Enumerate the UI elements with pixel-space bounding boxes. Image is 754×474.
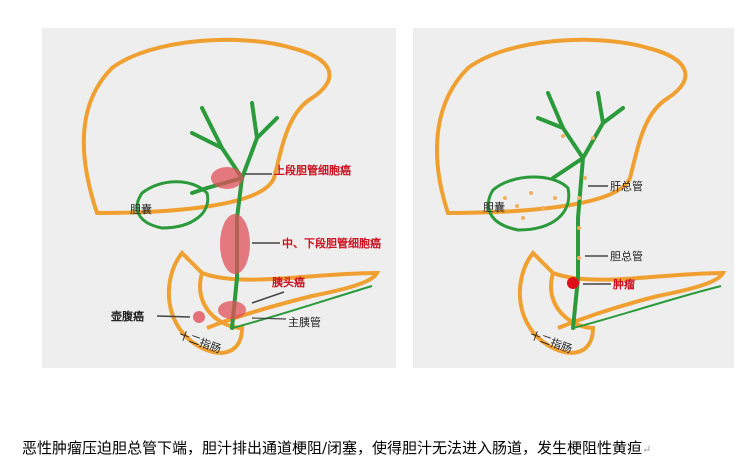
liver-outline	[81, 37, 332, 216]
pancreas-outline	[552, 270, 727, 330]
label-ampullary-cancer: 壶腹癌	[111, 309, 144, 323]
label-duodenum: 十二指肠	[177, 328, 223, 356]
pancreatic-duct	[572, 285, 722, 329]
label-upper-bile-duct-cancer: 上段胆管细胞癌	[274, 163, 351, 177]
label-duodenum: 十二指肠	[528, 328, 574, 356]
label-main-pancreatic-duct: 主胰管	[288, 315, 321, 329]
label-tumor: 肿瘤	[613, 277, 635, 291]
arrow-ampullary	[156, 315, 191, 318]
paragraph-return-icon: ↵	[642, 443, 652, 456]
mid-lower-bile-duct-tumor	[220, 214, 250, 274]
label-mid-lower-bile-duct-cancer: 中、下段胆管细胞癌	[282, 236, 381, 250]
pancreas-outline	[201, 270, 381, 330]
caption: 恶性肿瘤压迫胆总管下端，胆汁排出通道梗阻/闭塞，使得胆汁无法进入肠道，发生梗阻性…	[22, 437, 742, 458]
line-main-duct	[251, 317, 287, 320]
tumor-mark	[567, 277, 579, 289]
upper-bile-duct-tumor	[211, 167, 243, 189]
liver-outline	[435, 37, 688, 216]
left-diagram-panel: 上段胆管细胞癌 中、下段胆管细胞癌 胰头癌 壶腹癌 胆囊 主胰管 十二指肠	[42, 28, 396, 368]
right-diagram-panel: 胆囊 肝总管 胆总管 肿瘤 十二指肠	[413, 28, 734, 368]
label-gallbladder: 胆囊	[483, 200, 505, 214]
left-anatomy-svg: 上段胆管细胞癌 中、下段胆管细胞癌 胰头癌 壶腹癌 胆囊 主胰管 十二指肠	[81, 37, 381, 356]
arrow-pancreatic-head	[251, 291, 285, 304]
bile-stasis-dots	[503, 134, 595, 260]
label-pancreatic-head-cancer: 胰头癌	[271, 275, 305, 289]
pancreatic-head-tumor	[218, 301, 246, 319]
bile-duct-tree	[536, 91, 625, 330]
label-common-hepatic-duct: 肝总管	[610, 179, 643, 193]
label-common-bile-duct: 胆总管	[610, 249, 643, 263]
caption-text: 恶性肿瘤压迫胆总管下端，胆汁排出通道梗阻/闭塞，使得胆汁无法进入肠道，发生梗阻性…	[22, 439, 643, 457]
duodenum-outline	[517, 250, 596, 355]
duodenum-outline	[166, 250, 245, 355]
gallbladder-outline	[135, 180, 210, 230]
right-anatomy-svg: 胆囊 肝总管 胆总管 肿瘤 十二指肠	[435, 37, 727, 356]
gallbladder-outline	[486, 175, 571, 232]
ampullary-tumor	[193, 311, 205, 323]
label-gallbladder: 胆囊	[130, 202, 152, 216]
pancreatic-duct	[231, 285, 373, 329]
